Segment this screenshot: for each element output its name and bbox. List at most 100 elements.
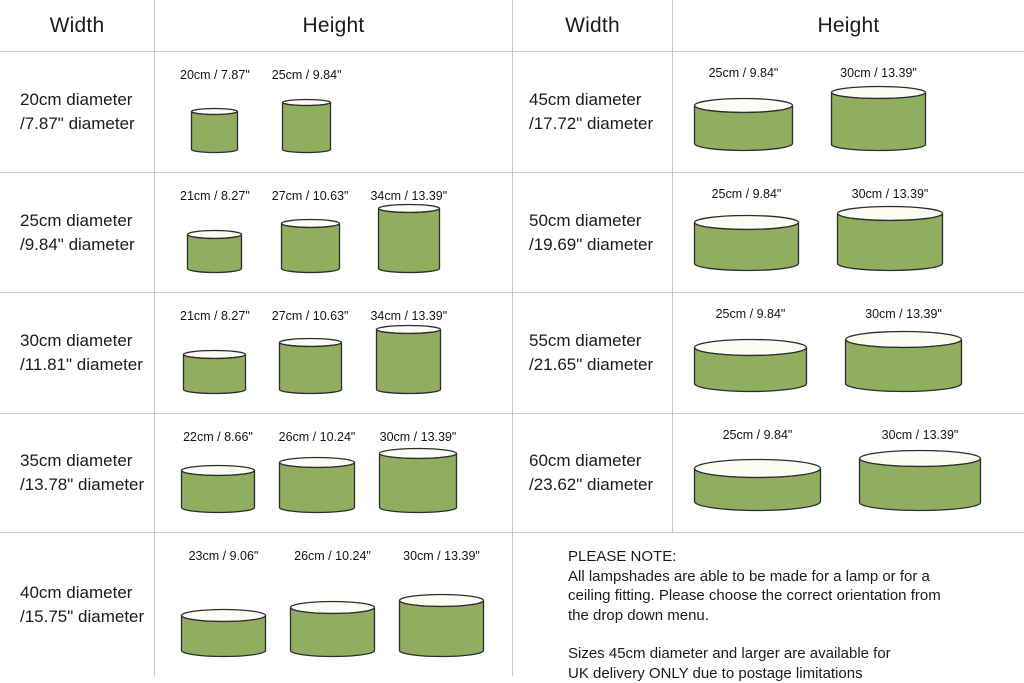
height-cell-right-3: 25cm / 9.84" 30cm / 13.39": [673, 414, 1024, 533]
lampshade-cylinder-icon: [844, 330, 963, 393]
width-cell-right-2: 55cm diameter/21.65" diameter: [513, 293, 673, 414]
note-section: PLEASE NOTE: All lampshades are able to …: [513, 533, 1024, 676]
lampshade-option: 21cm / 8.27": [180, 309, 250, 395]
lampshade-cylinder-icon: [693, 214, 800, 272]
shade-size-label: 27cm / 10.63": [272, 189, 349, 203]
diameter-label: /13.78" diameter: [20, 473, 154, 497]
shade-size-label: 34cm / 13.39": [370, 309, 447, 323]
lampshade-option: 30cm / 13.39": [858, 428, 982, 512]
note-line: ceiling fitting. Please choose the corre…: [568, 586, 1014, 606]
diameter-label: /7.87" diameter: [20, 112, 154, 136]
width-cell-right-0: 45cm diameter/17.72" diameter: [513, 52, 673, 173]
lampshade-option: 30cm / 13.39": [844, 307, 963, 393]
shade-size-label: 27cm / 10.63": [272, 309, 349, 323]
diameter-label: /15.75" diameter: [20, 605, 154, 629]
diameter-label: 50cm diameter: [529, 209, 672, 233]
lampshade-option: 34cm / 13.39": [370, 309, 447, 395]
shade-size-label: 26cm / 10.24": [279, 430, 356, 444]
header-height-right: Height: [673, 0, 1024, 52]
diameter-label: 35cm diameter: [20, 449, 154, 473]
diameter-label: 20cm diameter: [20, 88, 154, 112]
diameter-label: 45cm diameter: [529, 88, 672, 112]
lampshade-cylinder-icon: [693, 338, 808, 393]
height-cell-right-1: 25cm / 9.84" 30cm / 13.39": [673, 173, 1024, 293]
lampshade-option: 34cm / 13.39": [370, 189, 447, 274]
lampshade-option: 23cm / 9.06": [180, 549, 267, 658]
height-cell-left-2: 21cm / 8.27" 27cm / 10.63" 34cm / 13.39": [155, 293, 513, 414]
lampshade-option: 27cm / 10.63": [272, 189, 349, 274]
shade-size-label: 26cm / 10.24": [294, 549, 371, 563]
width-cell-left-0: 20cm diameter/7.87" diameter: [0, 52, 155, 173]
lampshade-cylinder-icon: [378, 447, 458, 514]
lampshade-cylinder-icon: [693, 97, 794, 152]
lampshade-cylinder-icon: [182, 349, 247, 395]
shade-size-label: 25cm / 9.84": [712, 187, 782, 201]
note-line: All lampshades are able to be made for a…: [568, 567, 1014, 587]
shade-size-label: 23cm / 9.06": [189, 549, 259, 563]
shade-size-label: 20cm / 7.87": [180, 68, 250, 82]
diameter-label: /21.65" diameter: [529, 353, 672, 377]
lampshade-cylinder-icon: [278, 456, 356, 514]
lampshade-cylinder-icon: [278, 337, 343, 395]
shade-size-label: 30cm / 13.39": [852, 187, 929, 201]
diameter-label: 60cm diameter: [529, 449, 672, 473]
width-cell-left-1: 25cm diameter/9.84" diameter: [0, 173, 155, 293]
lampshade-cylinder-icon: [693, 458, 822, 512]
lampshade-cylinder-icon: [289, 600, 376, 658]
note-paragraph-gap: [568, 625, 1014, 644]
shade-size-label: 21cm / 8.27": [180, 189, 250, 203]
lampshade-cylinder-icon: [180, 464, 256, 514]
lampshade-option: 26cm / 10.24": [289, 549, 376, 658]
lampshade-option: 20cm / 7.87": [180, 68, 250, 154]
shade-size-label: 25cm / 9.84": [723, 428, 793, 442]
diameter-label: /19.69" diameter: [529, 233, 672, 257]
diameter-label: 55cm diameter: [529, 329, 672, 353]
header-height-left: Height: [155, 0, 513, 52]
lampshade-cylinder-icon: [398, 593, 485, 658]
height-cell-left-4: 23cm / 9.06" 26cm / 10.24" 30cm / 13.39": [155, 533, 513, 676]
note-line: Sizes 45cm diameter and larger are avail…: [568, 644, 1014, 664]
height-cell-left-0: 20cm / 7.87" 25cm / 9.84": [155, 52, 513, 173]
shade-size-label: 34cm / 13.39": [370, 189, 447, 203]
header-width-left: Width: [0, 0, 155, 52]
lampshade-option: 30cm / 13.39": [378, 430, 458, 514]
lampshade-cylinder-icon: [190, 107, 239, 154]
diameter-label: 30cm diameter: [20, 329, 154, 353]
lampshade-cylinder-icon: [858, 449, 982, 512]
width-cell-right-3: 60cm diameter/23.62" diameter: [513, 414, 673, 533]
lampshade-option: 25cm / 9.84": [693, 428, 822, 512]
lampshade-option: 25cm / 9.84": [693, 187, 800, 272]
lampshade-option: 30cm / 13.39": [830, 66, 927, 152]
lampshade-cylinder-icon: [375, 324, 442, 395]
lampshade-option: 30cm / 13.39": [398, 549, 485, 658]
note-line: UK delivery ONLY due to postage limitati…: [568, 664, 1014, 683]
shade-size-label: 25cm / 9.84": [716, 307, 786, 321]
lampshade-option: 25cm / 9.84": [272, 68, 342, 154]
diameter-label: /9.84" diameter: [20, 233, 154, 257]
lampshade-option: 25cm / 9.84": [693, 66, 794, 152]
width-cell-left-3: 35cm diameter/13.78" diameter: [0, 414, 155, 533]
note-paragraph-1: All lampshades are able to be made for a…: [568, 567, 1014, 626]
height-cell-left-3: 22cm / 8.66" 26cm / 10.24" 30cm / 13.39": [155, 414, 513, 533]
note-line: the drop down menu.: [568, 606, 1014, 626]
lampshade-cylinder-icon: [186, 229, 243, 274]
shade-size-label: 21cm / 8.27": [180, 309, 250, 323]
lampshade-option: 25cm / 9.84": [693, 307, 808, 393]
lampshade-cylinder-icon: [281, 98, 332, 154]
width-cell-left-4: 40cm diameter/15.75" diameter: [0, 533, 155, 676]
width-cell-left-2: 30cm diameter/11.81" diameter: [0, 293, 155, 414]
shade-size-label: 30cm / 13.39": [380, 430, 457, 444]
lampshade-option: 21cm / 8.27": [180, 189, 250, 274]
lampshade-option: 26cm / 10.24": [278, 430, 356, 514]
shade-size-label: 25cm / 9.84": [709, 66, 779, 80]
diameter-label: 40cm diameter: [20, 581, 154, 605]
shade-size-label: 22cm / 8.66": [183, 430, 253, 444]
note-title: PLEASE NOTE:: [568, 547, 1014, 567]
lampshade-cylinder-icon: [836, 205, 944, 272]
width-cell-right-1: 50cm diameter/19.69" diameter: [513, 173, 673, 293]
lampshade-option: 27cm / 10.63": [272, 309, 349, 395]
note-paragraph-2: Sizes 45cm diameter and larger are avail…: [568, 644, 1014, 683]
shade-size-label: 30cm / 13.39": [882, 428, 959, 442]
shade-size-label: 30cm / 13.39": [865, 307, 942, 321]
